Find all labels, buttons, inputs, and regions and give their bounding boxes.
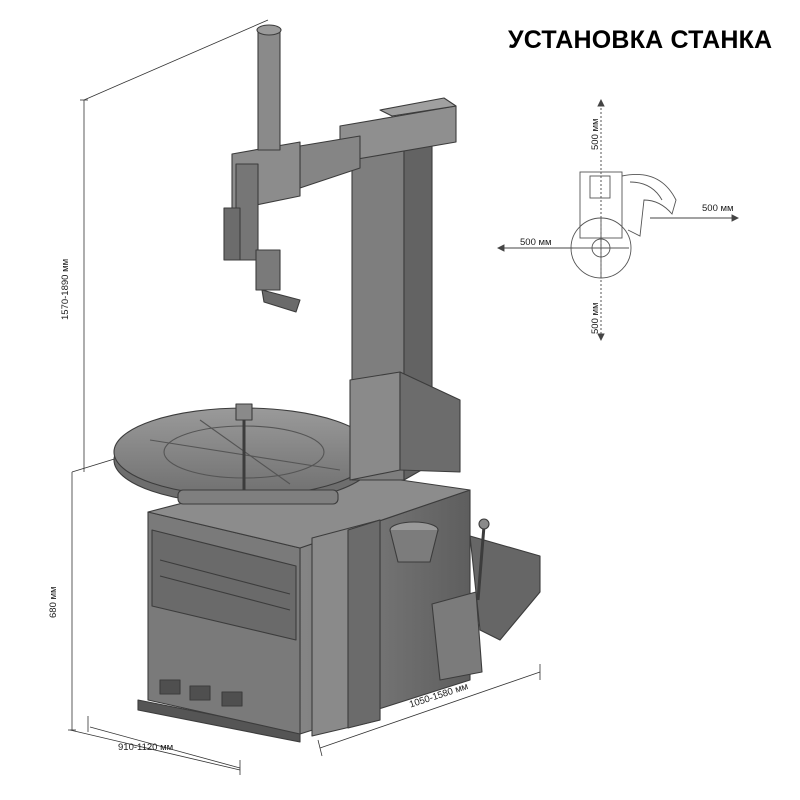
clearance-bottom-label: 500 мм [590,302,601,334]
clearance-top-label: 500 мм [590,118,601,150]
clearance-right-label: 500 мм [702,203,734,214]
dimension-lines [68,19,541,775]
machine-body [113,24,541,743]
clearance-plan [496,98,740,342]
page-title: УСТАНОВКА СТАНКА [508,26,773,54]
clearance-left-label: 500 мм [520,237,552,248]
total-height-label: 1570-1890 мм [60,258,71,320]
base-height-label: 680 мм [48,586,59,618]
width-label: 910-1120 мм [118,742,174,753]
